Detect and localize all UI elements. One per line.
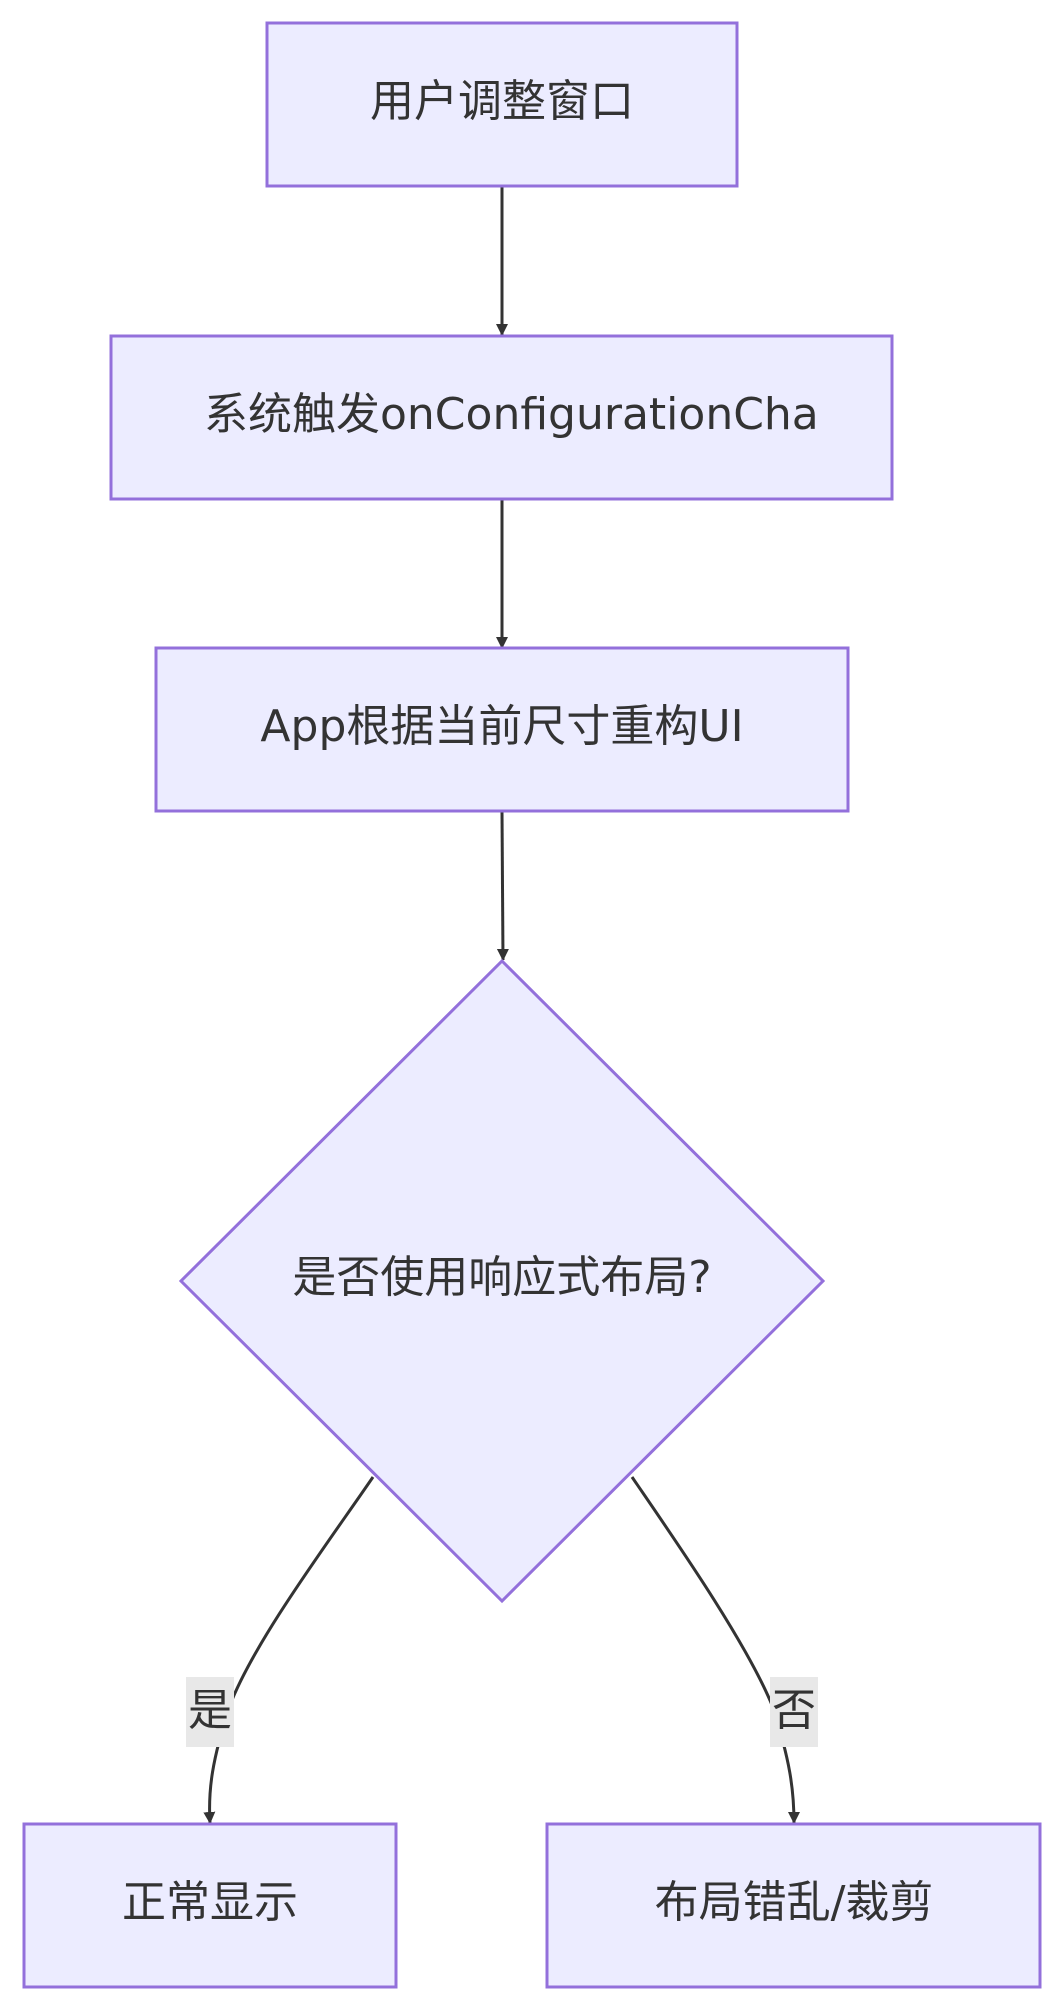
node-trigger-label: 系统触发onConfigurationCha [204, 389, 819, 440]
node-normal: 正常显示 [22, 1822, 398, 1989]
svg-text:否: 否 [772, 1685, 816, 1736]
node-decision-label: 是否使用响应式布局? [292, 1252, 711, 1303]
node-normal-label: 正常显示 [122, 1877, 298, 1928]
node-broken: 布局错乱/裁剪 [545, 1822, 1042, 1989]
node-start: 用户调整窗口 [265, 21, 739, 188]
node-broken-label: 布局错乱/裁剪 [655, 1877, 934, 1928]
node-rebuild: App根据当前尺寸重构UI [154, 646, 850, 813]
node-start-label: 用户调整窗口 [370, 76, 634, 127]
node-decision: 是否使用响应式布局? [178, 958, 826, 1604]
edges [203, 187, 800, 1824]
node-trigger: 系统触发onConfigurationCha [109, 334, 894, 501]
edge-decision-to-broken [630, 1476, 800, 1824]
edge-decision-to-normal [203, 1476, 375, 1824]
svg-text:是: 是 [188, 1685, 232, 1736]
node-rebuild-label: App根据当前尺寸重构UI [260, 701, 743, 752]
edge-label-no: 否 [770, 1677, 818, 1747]
edge-label-yes: 是 [186, 1677, 234, 1747]
edge-rebuild-to-decision [496, 811, 509, 961]
